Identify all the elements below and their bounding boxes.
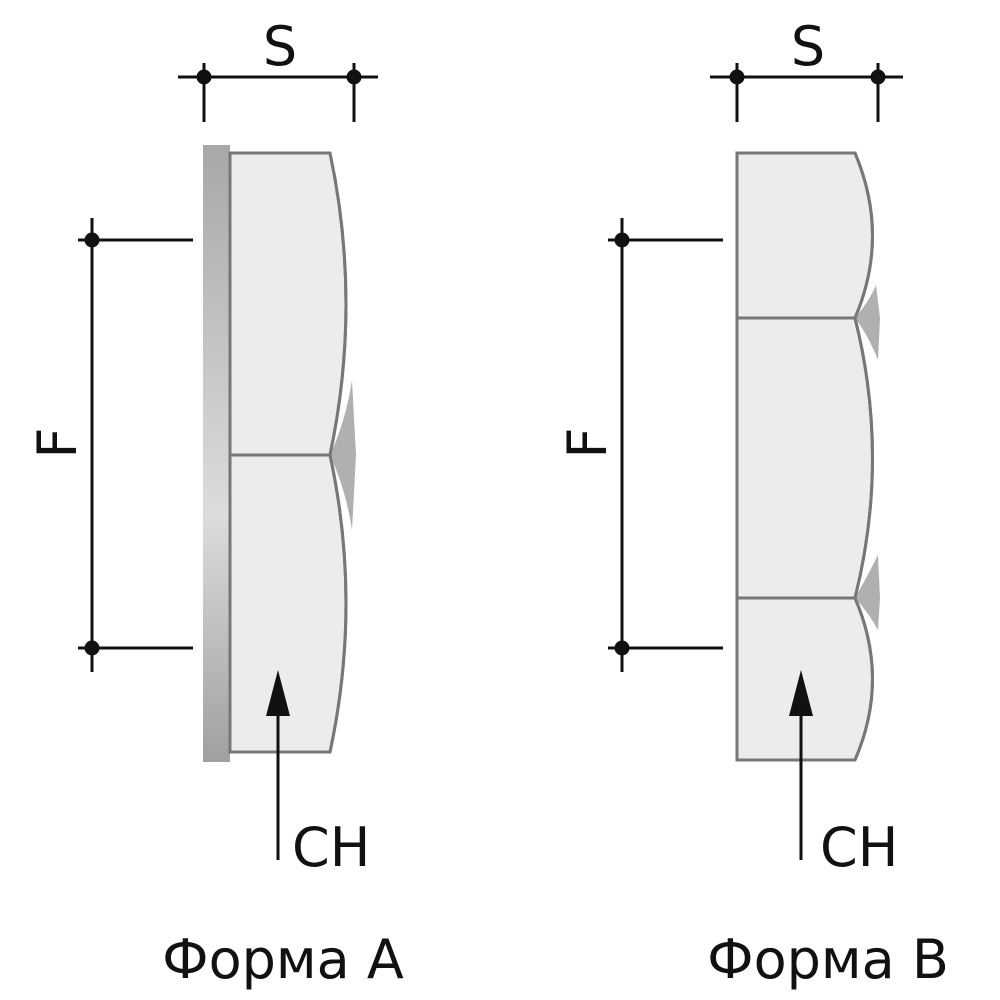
s-label-a: S [263, 15, 297, 78]
s-label-b: S [791, 15, 825, 78]
ch-arrow-b [789, 670, 813, 860]
f-dimension-b [608, 218, 723, 672]
f-label-a: F [26, 427, 89, 458]
ch-label-a: CH [292, 816, 370, 879]
f-dimension-a [78, 218, 193, 672]
caption-b: Форма B [707, 928, 949, 991]
flange [203, 145, 230, 762]
nut-body-b [735, 151, 880, 762]
form-a: S F CH Форма A [26, 15, 404, 991]
f-label-b: F [556, 427, 619, 458]
s-dimension-b [710, 63, 903, 122]
ch-arrow-a [266, 670, 290, 860]
form-b: S F CH Форма B [556, 15, 949, 991]
nut-body-a [228, 151, 356, 754]
caption-a: Форма A [162, 928, 404, 991]
s-dimension-a [178, 63, 378, 122]
ch-label-b: CH [820, 816, 898, 879]
